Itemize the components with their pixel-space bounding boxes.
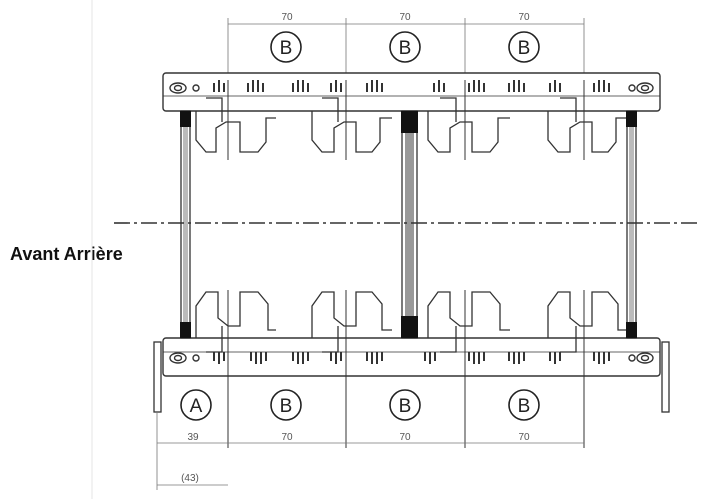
top-marker: B — [270, 31, 302, 63]
side-label: Avant Arrière — [10, 244, 123, 264]
bottom-marker: B — [389, 389, 421, 421]
top-marker: B — [389, 31, 421, 63]
bottom-offset-dimension-label: (43) — [181, 473, 199, 484]
svg-text:B: B — [399, 396, 412, 417]
bottom-clips — [195, 291, 628, 353]
bottom-dimension-label: 70 — [518, 432, 530, 443]
svg-text:B: B — [280, 396, 293, 417]
svg-text:B: B — [518, 396, 531, 417]
bottom-rail-tabs — [153, 341, 670, 413]
clip-guide-lines — [227, 80, 585, 448]
bottom-dimension-label: 70 — [281, 432, 293, 443]
svg-text:B: B — [518, 38, 531, 59]
bottom-dimension-chain — [156, 412, 584, 490]
top-dimension-chain — [227, 18, 585, 80]
bottom-rail-slots — [213, 352, 610, 364]
top-dimension-label: 70 — [518, 12, 530, 23]
bottom-marker: A — [180, 389, 212, 421]
bottom-dimension-label: 70 — [399, 432, 411, 443]
top-marker: B — [508, 31, 540, 63]
bottom-marker: B — [508, 389, 540, 421]
bottom-marker: B — [270, 389, 302, 421]
vertical-posts — [180, 110, 637, 339]
svg-text:B: B — [280, 38, 293, 59]
top-clips — [195, 97, 628, 153]
top-dimension-label: 70 — [281, 12, 293, 23]
svg-text:A: A — [190, 396, 203, 417]
top-rail-slots — [213, 80, 610, 92]
top-rail — [162, 72, 661, 112]
top-dimension-label: 70 — [399, 12, 411, 23]
bottom-dimension-label: 39 — [187, 432, 199, 443]
svg-text:B: B — [399, 38, 412, 59]
bottom-rail — [162, 337, 661, 377]
